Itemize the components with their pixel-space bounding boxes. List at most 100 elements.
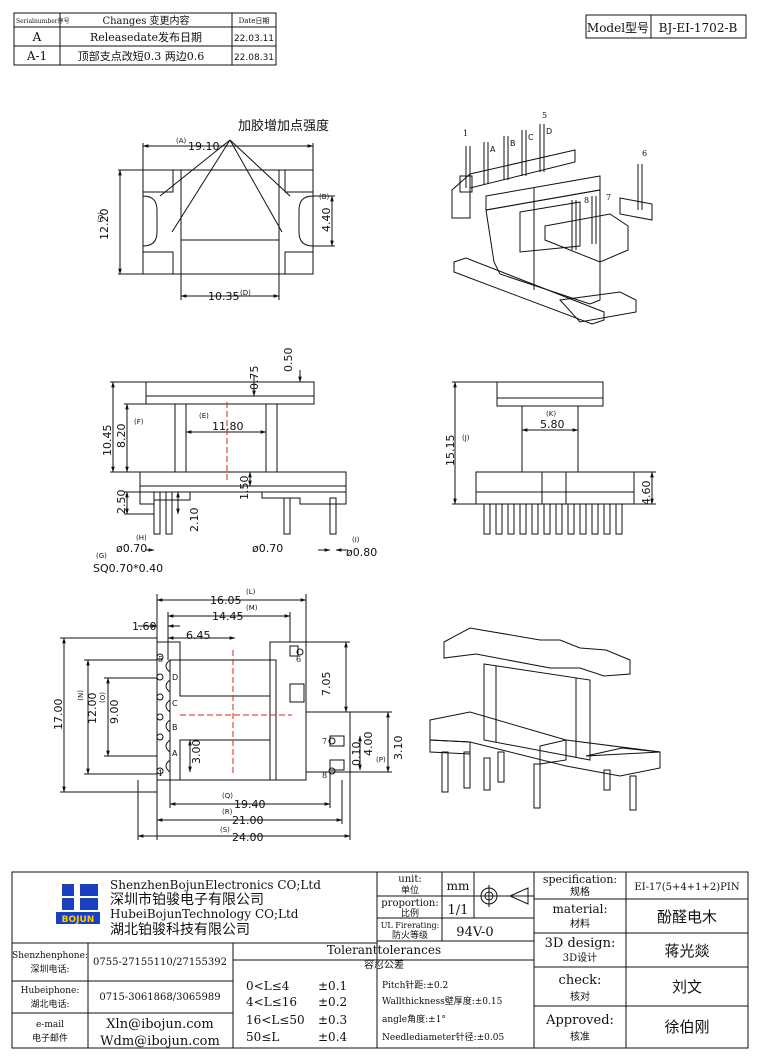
iso-pin-A: A <box>490 145 496 154</box>
design-label: 3D design: <box>545 936 616 951</box>
proportion-label: proportion: <box>381 898 438 909</box>
proportion-label-cn: 比例 <box>401 907 419 919</box>
top-view-note: 加胶增加点强度 <box>238 118 329 134</box>
dim-F: 8.20 <box>115 424 128 449</box>
dim-N-tag: (N) <box>76 690 84 701</box>
tol-range-1: 4<L≤16 <box>246 995 297 1009</box>
dim-O-tag: (O) <box>98 692 106 703</box>
bottom-pin-8: 8 <box>322 771 327 780</box>
material-label-cn: 材料 <box>570 917 590 930</box>
dim-050: 0.50 <box>282 348 295 373</box>
tol-range-3: 50≤L <box>246 1030 279 1044</box>
model-label: Model型号 <box>587 21 649 35</box>
iso-pin-C: C <box>528 133 534 142</box>
side-view <box>452 381 656 535</box>
tol-value-2: ±0.3 <box>318 1013 347 1027</box>
bottom-pin-C: C <box>172 699 178 708</box>
note-pitch: Pitch针距:±0.2 <box>382 979 448 991</box>
unit-label-cn: 单位 <box>401 884 419 896</box>
phone2-label-cn: 湖北电话: <box>30 998 69 1010</box>
dim-E: 11.80 <box>212 420 244 433</box>
proportion-value: 1/1 <box>448 903 469 918</box>
dim-1045: 10.45 <box>101 425 114 457</box>
title-block-frame <box>11 871 749 1049</box>
company-cn2: 湖北铂骏科技有限公司 <box>110 922 250 938</box>
bottom-pin-A: A <box>172 749 178 758</box>
bottom-pin-1: 1 <box>158 769 163 778</box>
bottom-pin-D: D <box>172 673 178 682</box>
dim-070b: ø0.70 <box>252 542 283 555</box>
company-cn1: 深圳市铂骏电子有限公司 <box>110 891 264 908</box>
phone2-label: Hubeiphone: <box>21 986 80 996</box>
dim-R-tag: (R) <box>222 808 233 816</box>
dim-210: 2.10 <box>188 508 201 533</box>
dim-C: 12.20 <box>98 209 111 241</box>
top-view <box>118 139 335 300</box>
iso-pin-5: 5 <box>542 111 547 120</box>
check-label: check: <box>559 973 602 988</box>
unit-value: mm <box>447 879 470 893</box>
iso-pin-7: 7 <box>606 193 611 202</box>
tol-title: Toleranttolerances <box>327 943 441 957</box>
dim-G: SQ0.70*0.40 <box>93 562 163 575</box>
dim-460: 4.60 <box>640 481 653 506</box>
rev-header-changes: Changes 变更内容 <box>102 14 189 27</box>
phone1-label-cn: 深圳电话: <box>30 963 69 975</box>
note-wall: Wallthickness壁厚度:±0.15 <box>382 995 503 1007</box>
dim-010: 0.10 <box>350 742 363 767</box>
note-angle: angle角度:±1° <box>382 1013 446 1025</box>
rev-row2-change: 顶部支点改短0.3 两边0.6 <box>78 49 204 63</box>
dim-K-tag: (K) <box>546 410 556 418</box>
dim-N: 12.00 <box>86 693 99 725</box>
check-value: 刘文 <box>672 978 702 996</box>
dim-M: 14.45 <box>212 610 244 623</box>
dim-G-tag: (G) <box>96 552 107 560</box>
rev-row2-serial: A-1 <box>26 49 47 63</box>
dim-B: 4.40 <box>320 208 333 233</box>
iso-top-view <box>451 124 653 325</box>
dim-160: 1.60 <box>132 620 157 633</box>
iso-pin-B: B <box>510 139 516 148</box>
email-2: Wdm@ibojun.com <box>100 1034 220 1049</box>
note-needle: Needlediameter针径:±0.05 <box>382 1031 504 1043</box>
iso-pin-D: D <box>546 127 552 136</box>
tol-value-3: ±0.4 <box>318 1030 348 1044</box>
dim-O: 9.00 <box>108 700 121 725</box>
dim-300: 3.00 <box>190 740 203 765</box>
dim-J-tag: (J) <box>462 434 470 442</box>
dim-A: 19.10 <box>188 140 220 153</box>
iso-pin-8: 8 <box>584 196 589 205</box>
dim-P-tag: (P) <box>376 756 386 764</box>
dim-645: 6.45 <box>186 629 211 642</box>
model-value: BJ-EI-1702-B <box>659 21 738 35</box>
approved-value: 徐伯刚 <box>664 1018 709 1036</box>
design-label-cn: 3D设计 <box>563 951 597 964</box>
rev-row1-serial: A <box>32 30 42 44</box>
email-label-cn: 电子邮件 <box>32 1032 68 1044</box>
dim-I-tag: (I) <box>352 536 360 544</box>
company-en1: ShenzhenBojunElectronics CO;Ltd <box>110 878 321 892</box>
logo <box>56 884 100 924</box>
dim-D-tag: (D) <box>240 289 251 297</box>
front-view <box>110 370 348 552</box>
dim-K: 5.80 <box>540 418 565 431</box>
fire-label: UL Firerating: <box>381 921 440 930</box>
bottom-pin-5: 5 <box>158 655 163 664</box>
fire-label-cn: 防火等级 <box>392 929 428 941</box>
spec-label: specification: <box>543 873 617 886</box>
rev-header-serial: Serialnumber序号 <box>16 17 70 25</box>
material-label: material: <box>552 902 607 916</box>
dim-E-tag: (E) <box>199 412 209 420</box>
rev-row2-date: 22.08.31 <box>234 53 274 63</box>
design-value: 蒋光燚 <box>664 942 709 960</box>
dim-Q: 19.40 <box>234 798 266 811</box>
iso-bottom-view <box>429 627 661 811</box>
bottom-view <box>60 594 392 840</box>
dim-310: 3.10 <box>392 736 405 761</box>
dim-H: ø0.70 <box>116 542 147 555</box>
dim-Q-tag: (Q) <box>222 792 233 800</box>
dim-I: ø0.80 <box>346 546 377 559</box>
revision-table <box>13 12 277 66</box>
approved-label: Approved: <box>545 1013 614 1028</box>
dim-J: 15.15 <box>444 435 457 467</box>
